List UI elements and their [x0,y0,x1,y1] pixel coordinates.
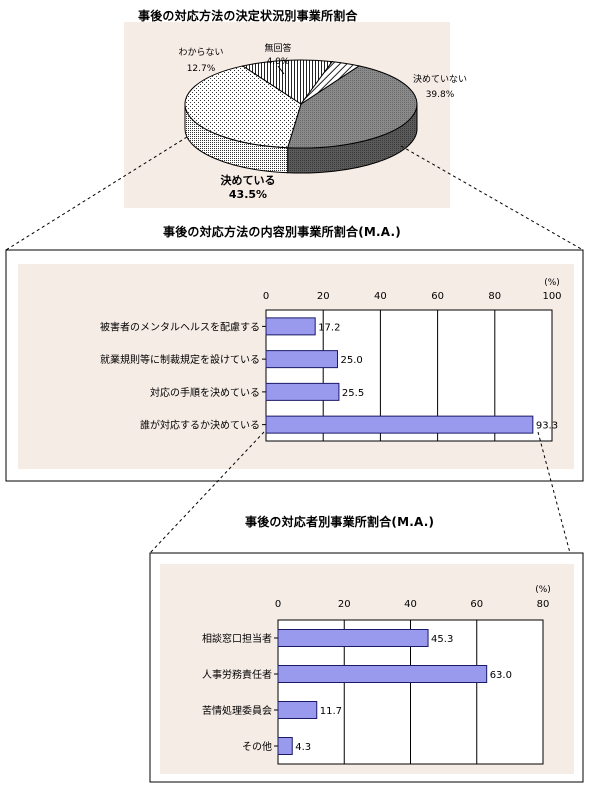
pie-label-1: 決めていない [413,73,467,85]
chart1-tick-5: 100 [542,291,561,302]
chart2-tick-3: 60 [470,599,483,610]
chart1-category-1: 就業規則等に制裁規定を設けている [100,353,260,366]
responder-chart-title: 事後の対応者別事業所割合(M.A.) [245,515,435,529]
pie-label-3: 無回答 [264,42,291,54]
pie-label-0: 決めている [221,173,276,187]
chart1-bar-3 [265,415,534,434]
pie-value-2: 12.7% [187,64,216,74]
chart1-category-3: 誰が対応するか決めている [140,419,260,432]
pie-slice-2 [241,59,334,105]
chart2-tick-4: 80 [537,599,550,610]
chart2-category-0: 相談窓口担当者 [202,632,272,645]
chart1-tick-0: 0 [263,291,269,302]
pie-chart-title: 事後の対応方法の決定状況別事業所割合 [138,9,358,23]
chart1-category-0: 被害者のメンタルヘルスを配慮する [100,320,260,333]
content-chart-title: 事後の対応方法の内容別事業所割合(M.A.) [163,225,401,239]
chart1-value-0: 17.2 [318,322,340,333]
connector-pie-right [400,145,584,251]
chart1-unit: (%) [544,278,560,288]
chart2-tick-2: 40 [404,599,417,610]
pie-slice-1 [184,65,302,149]
connector-bar-right [537,431,571,554]
chart2-tick-0: 0 [275,599,281,610]
chart2-bar-1 [277,665,488,683]
chart1-tick-1: 20 [317,291,330,302]
chart2-category-1: 人事労務責任者 [202,668,272,681]
connector-bar-left [149,431,265,554]
chart2-unit: (%) [535,585,551,595]
chart1-bar-2 [265,382,340,401]
pie-label-2: わからない [178,47,223,58]
pie-value-1: 39.8% [426,90,455,100]
chart2-value-2: 11.7 [320,706,342,717]
chart2-bar-0 [277,629,429,647]
pie-slice-3 [300,61,361,105]
chart2-value-3: 4.3 [295,742,311,753]
chart2-category-2: 苦情処理委員会 [202,704,272,717]
pie-value-0: 43.5% [229,188,267,201]
chart1-value-2: 25.5 [342,388,364,399]
chart1-tick-2: 40 [374,291,387,302]
chart1-bar-0 [265,317,316,336]
pie-value-3: 4.0% [267,57,290,67]
pie-slice-0 [287,65,418,149]
chart1-category-2: 対応の手順を決めている [150,386,260,399]
chart2-value-0: 45.3 [431,634,453,645]
chart2-bar-3 [277,737,293,755]
chart1-value-1: 25.0 [341,355,363,366]
chart1-tick-4: 80 [488,291,501,302]
chart1-tick-3: 60 [431,291,444,302]
chart1-bar-1 [265,350,338,369]
chart2-value-1: 63.0 [490,670,512,681]
chart2-category-3: その他 [242,740,272,753]
chart2-bar-2 [277,701,318,719]
pie-leader-3 [277,65,285,75]
chart2-tick-1: 20 [338,599,351,610]
chart1-value-3: 93.3 [536,421,558,432]
